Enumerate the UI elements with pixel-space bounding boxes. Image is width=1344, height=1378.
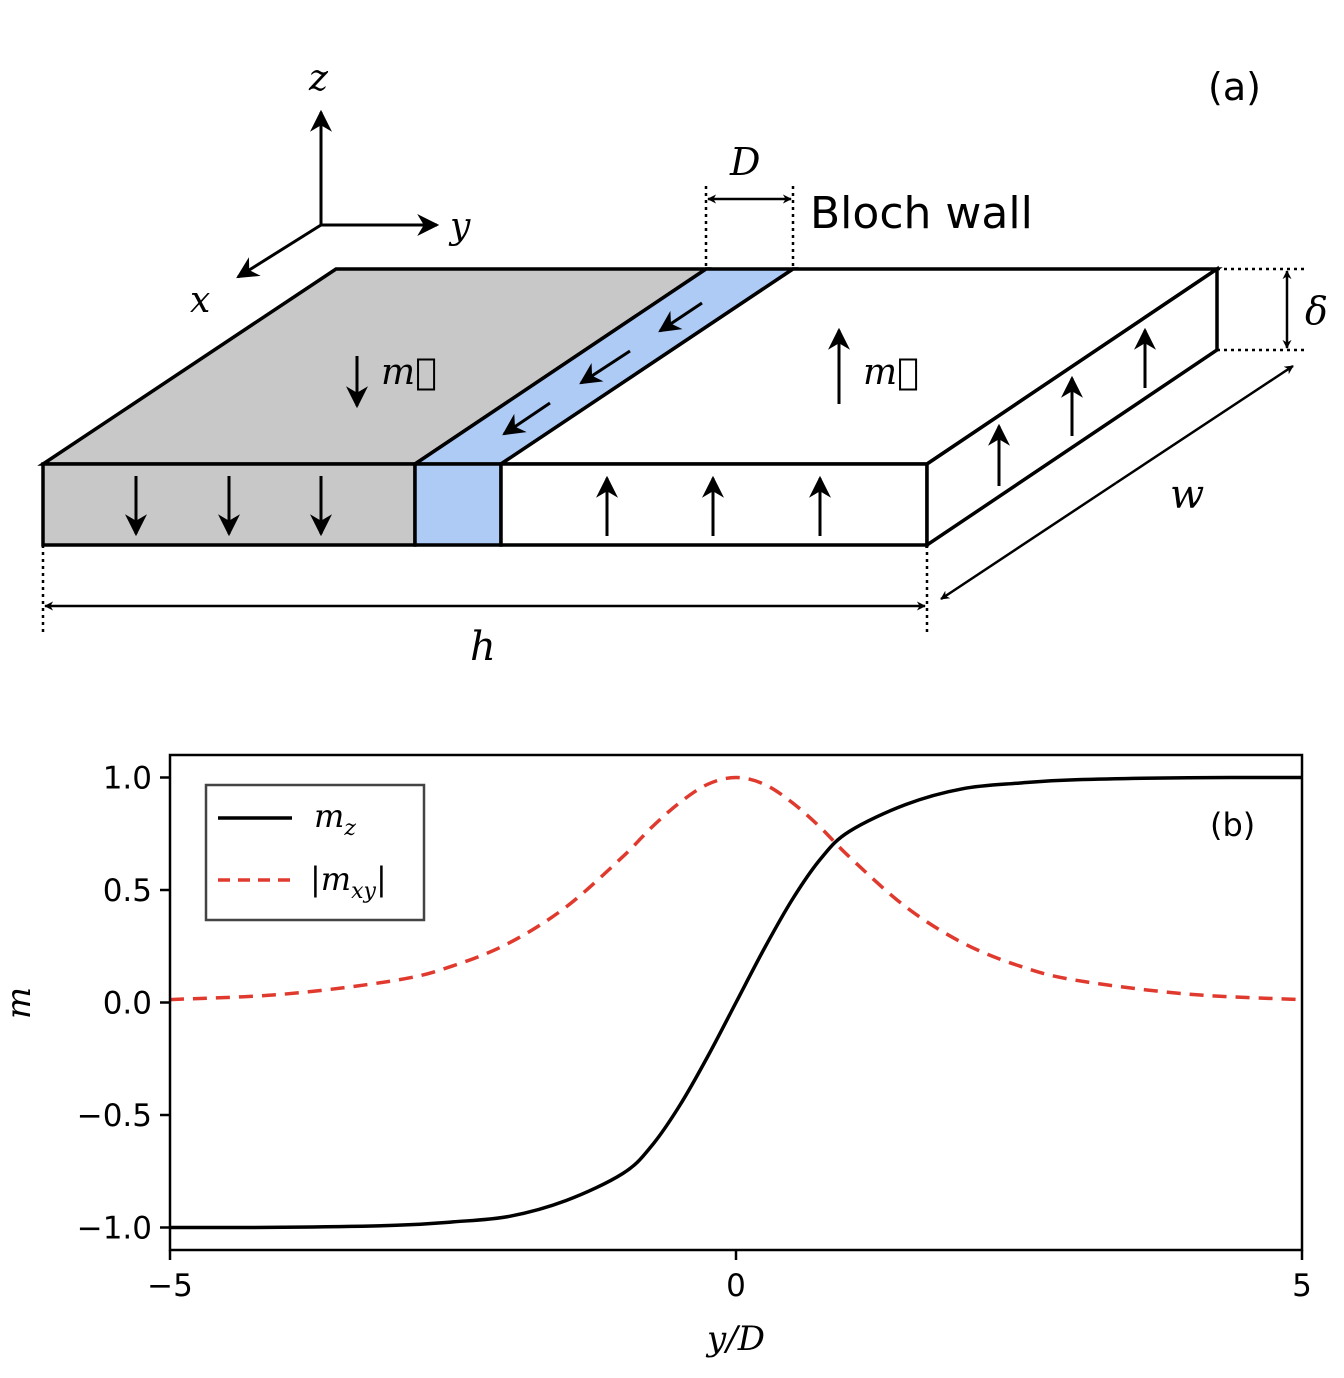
profile-chart: −1.0 −0.5 0.0 0.5 1.0 −5 0 5 y/D m (b) mz |mxy… [0, 753, 1312, 1359]
y-tick-label: 0.5 [103, 873, 152, 909]
z-axis-label: z [308, 58, 329, 99]
length-label: h [470, 624, 496, 670]
series-line-mxy [169, 775, 1303, 1002]
wall-arrow [502, 401, 551, 436]
panel-a-label: (a) [1208, 65, 1261, 109]
wall-arrow [658, 301, 703, 333]
legend-box [204, 783, 426, 922]
panel-a: (a) z y x [37, 58, 1328, 670]
width-label: w [1170, 472, 1204, 518]
wall-width-label: D [729, 140, 760, 184]
magnetization-label-up: m⃗ [863, 352, 919, 393]
x-axis-ticks: −5 0 5 [147, 1250, 1312, 1304]
width-arrow [1115, 364, 1294, 485]
magnetization-label-down: m⃗ [381, 352, 437, 393]
x-axis-label: x [190, 280, 210, 321]
legend-label-mxy: |mxy| [310, 860, 387, 904]
magnetic-slab [37, 265, 1223, 549]
thickness-label: δ [1305, 289, 1328, 333]
y-tick-label: 1.0 [103, 761, 152, 797]
magnetization-arrows: m⃗ m⃗ [125, 301, 1156, 537]
y-tick-label: 0.0 [103, 986, 152, 1022]
x-tick-label: −5 [147, 1268, 193, 1304]
dimension-markers: D Bloch wall δ w h [41, 140, 1328, 670]
panel-b-label: (b) [1210, 806, 1255, 844]
coordinate-axes: z y x [190, 58, 471, 321]
width-arrow [940, 481, 1117, 601]
chart-curves [169, 775, 1303, 1230]
wall-arrow [579, 349, 631, 385]
x-tick-label: 0 [726, 1268, 746, 1304]
y-tick-label: −0.5 [77, 1098, 152, 1134]
x-tick-label: 5 [1292, 1268, 1312, 1304]
series-line-mz [169, 775, 1303, 1230]
bloch-wall-front-face [413, 462, 503, 547]
x-axis-arrow [236, 223, 322, 279]
bloch-wall-label: Bloch wall [810, 188, 1033, 239]
y-axis-title: m [0, 987, 39, 1019]
x-axis-title: y/D [705, 1319, 765, 1359]
y-axis-ticks: −1.0 −0.5 0.0 0.5 1.0 [77, 761, 170, 1247]
y-axis-label: y [448, 206, 471, 247]
y-tick-label: −1.0 [77, 1211, 152, 1247]
legend: mz |mxy| [204, 783, 426, 922]
